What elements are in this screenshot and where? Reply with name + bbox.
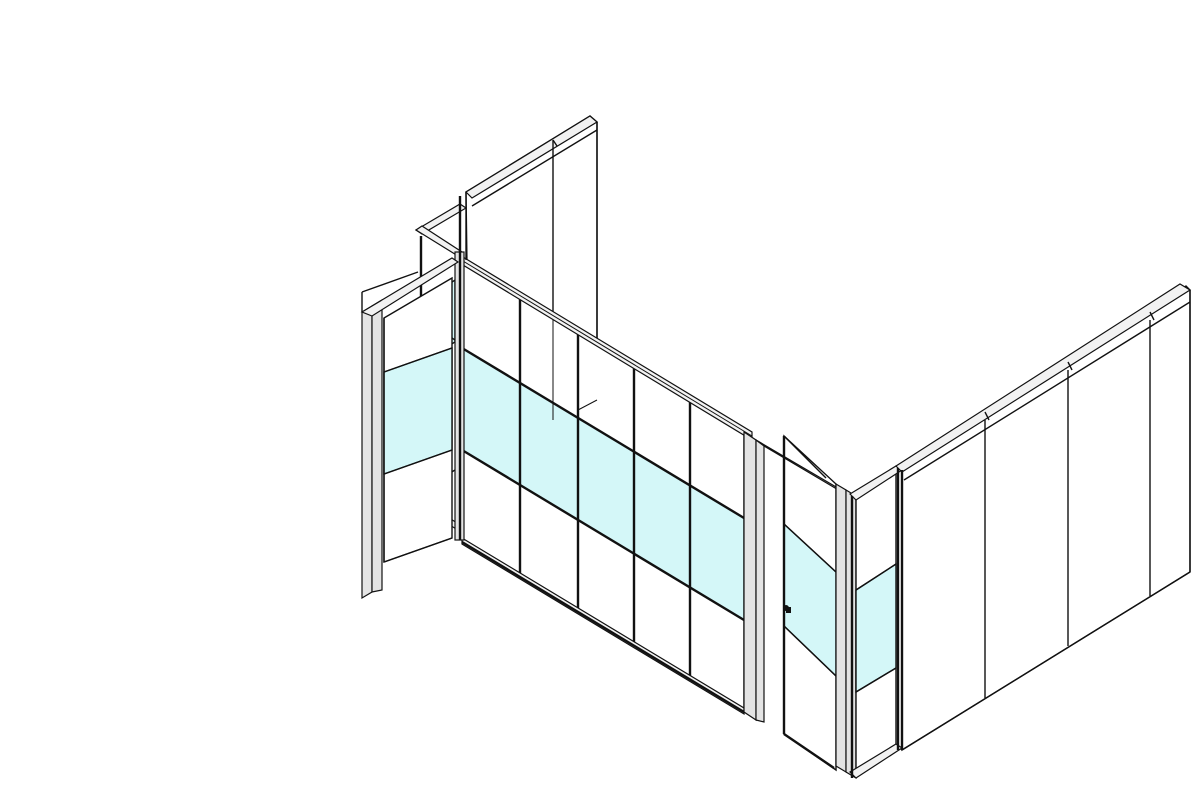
right-solid-wall (895, 283, 1192, 752)
corner-glass-panel (835, 465, 904, 780)
front-glass-wall (454, 192, 765, 723)
left-door[interactable] (360, 257, 460, 600)
door-handle-icon[interactable] (783, 605, 791, 613)
